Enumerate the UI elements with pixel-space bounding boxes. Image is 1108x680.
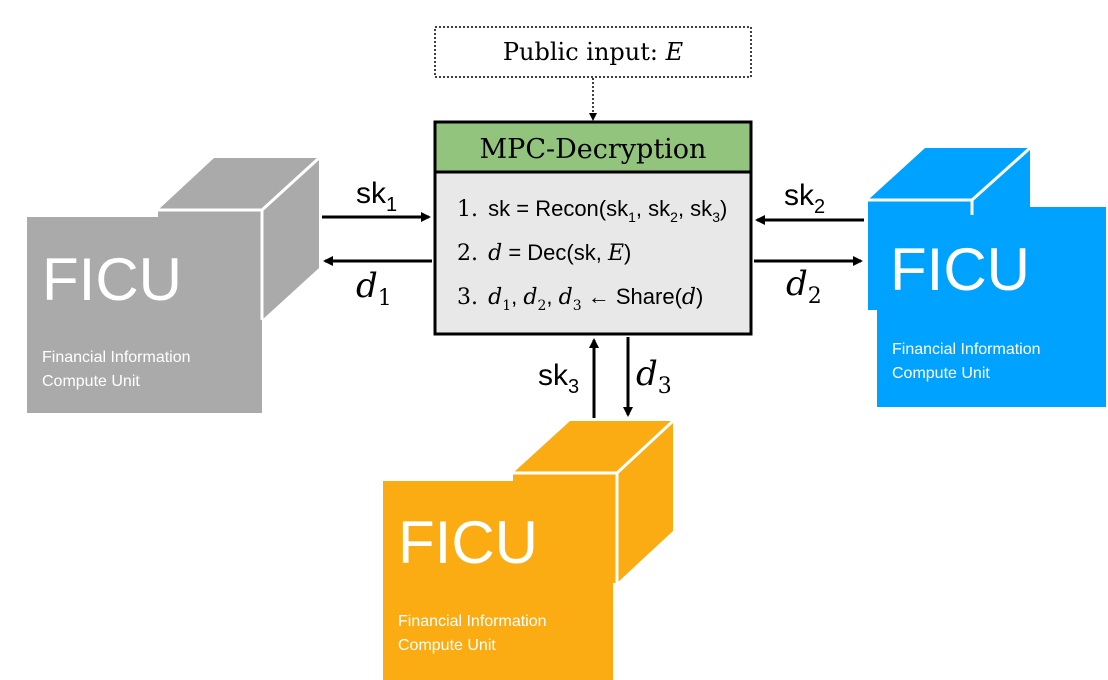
mpc-step-1: 1. sk = Recon(sk1, sk2, sk3) <box>457 196 727 225</box>
mpc-title: MPC-Decryption <box>480 134 707 165</box>
ficu-left-edge-d <box>260 156 321 212</box>
ficu-left-cube-top <box>158 158 319 210</box>
ficu-bottom-edge-d <box>615 419 675 475</box>
ficu-bottom-cube-top <box>513 421 673 473</box>
ficu-bottom-title: FICU <box>398 509 538 576</box>
label-sk2: sk2 <box>784 179 825 218</box>
label-sk1: sk1 <box>356 177 397 216</box>
ficu-right-title: FICU <box>890 236 1030 303</box>
mpc-decryption-node: MPC-Decryption 1. sk = Recon(sk1, sk2, s… <box>433 120 753 336</box>
public-input-label: Public input: E <box>503 38 684 66</box>
label-d1: d1 <box>356 266 392 311</box>
ficu-bottom-subtitle-1: Financial Information <box>398 613 547 630</box>
ficu-left-subtitle-2: Compute Unit <box>42 373 140 390</box>
ficu-left-subtitle-1: Financial Information <box>42 349 191 366</box>
label-sk3: sk3 <box>538 359 579 398</box>
ficu-right-edge-d <box>970 146 1032 202</box>
ficu-right-subtitle-1: Financial Information <box>892 341 1041 358</box>
mpc-step-2: 2. d = Dec(sk, E) <box>457 240 631 266</box>
ficu-left-title: FICU <box>42 246 182 313</box>
public-input-node: Public input: E <box>434 26 752 78</box>
mpc-title-bar <box>436 123 750 172</box>
label-d2: d2 <box>786 264 822 309</box>
ficu-right-panel <box>877 207 1106 407</box>
ficu-bottom: FICU Financial Information Compute Unit <box>383 419 675 680</box>
ficu-right-subtitle-2: Compute Unit <box>892 365 990 382</box>
public-input-box <box>434 26 752 78</box>
ficu-left: FICU Financial Information Compute Unit <box>27 156 321 413</box>
ficu-right: FICU Financial Information Compute Unit <box>868 146 1106 407</box>
ficu-bottom-subtitle-2: Compute Unit <box>398 637 496 654</box>
ficu-right-cube-top <box>868 148 1030 200</box>
ficu-bottom-panel <box>383 481 613 680</box>
ficu-left-panel <box>27 217 257 413</box>
label-d3: d3 <box>636 354 672 399</box>
mpc-step-3: 3. d1, d2, d3 ← Share(d) <box>457 284 703 314</box>
